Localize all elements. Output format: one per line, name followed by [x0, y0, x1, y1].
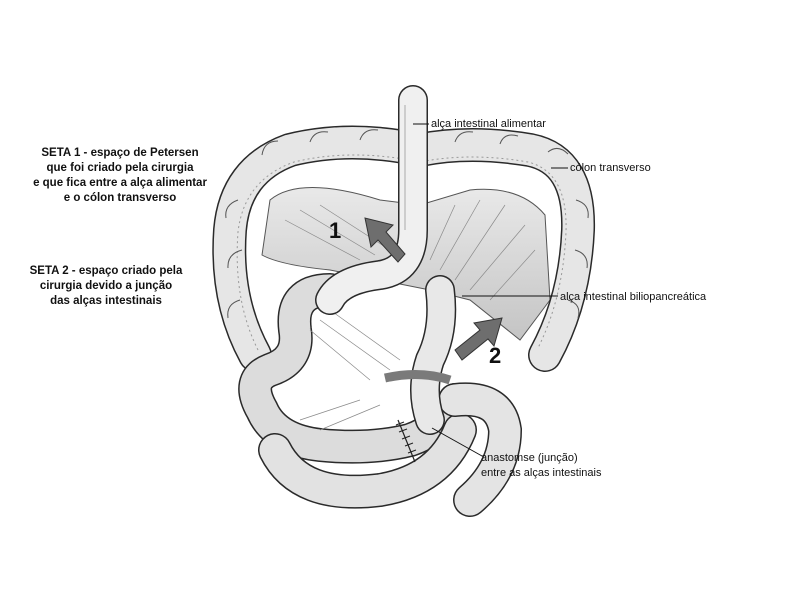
arrow-number-1: 1	[329, 218, 342, 243]
alimentary-limb	[315, 85, 428, 315]
label-anastomosis-line: anastomse (junção)	[481, 452, 578, 464]
small-intestine-loops	[238, 273, 523, 517]
mesentery-striations	[284, 199, 536, 301]
note-seta-1-line: e o cólon transverso	[63, 192, 177, 204]
label-anastomosis-line: entre as alças intestinais	[481, 467, 602, 479]
note-seta-2-line: cirurgia devido a junção	[39, 280, 173, 292]
leader-lines	[413, 123, 568, 457]
label-alimentary-limb: alça intestinal alimentar	[431, 118, 546, 130]
biliopancreatic-limb	[410, 275, 457, 435]
note-seta-2-line: SETA 2 - espaço criado pela	[29, 265, 183, 277]
label-anastomosis: anastomse (junção) entre as alças intest…	[481, 451, 601, 481]
note-seta-1: SETA 1 - espaço de Petersen que foi cria…	[6, 146, 234, 206]
label-transverse-colon: cólon transverso	[570, 162, 651, 174]
arrow-2	[383, 317, 503, 385]
label-biliopancreatic-limb: alça intestinal biliopancreática	[560, 291, 707, 303]
anastomosis-staples	[395, 419, 417, 463]
note-seta-1-line: SETA 1 - espaço de Petersen	[41, 147, 199, 159]
note-seta-2-line: das alças intestinais	[50, 295, 162, 307]
note-seta-1-line: e que fica entre a alça alimentar	[33, 177, 207, 189]
arrow-number-2: 2	[489, 343, 502, 368]
arrow-1	[364, 217, 406, 263]
note-seta-1-line: que foi criado pela cirurgia	[46, 162, 194, 174]
note-seta-2: SETA 2 - espaço criado pela cirurgia dev…	[6, 264, 206, 309]
